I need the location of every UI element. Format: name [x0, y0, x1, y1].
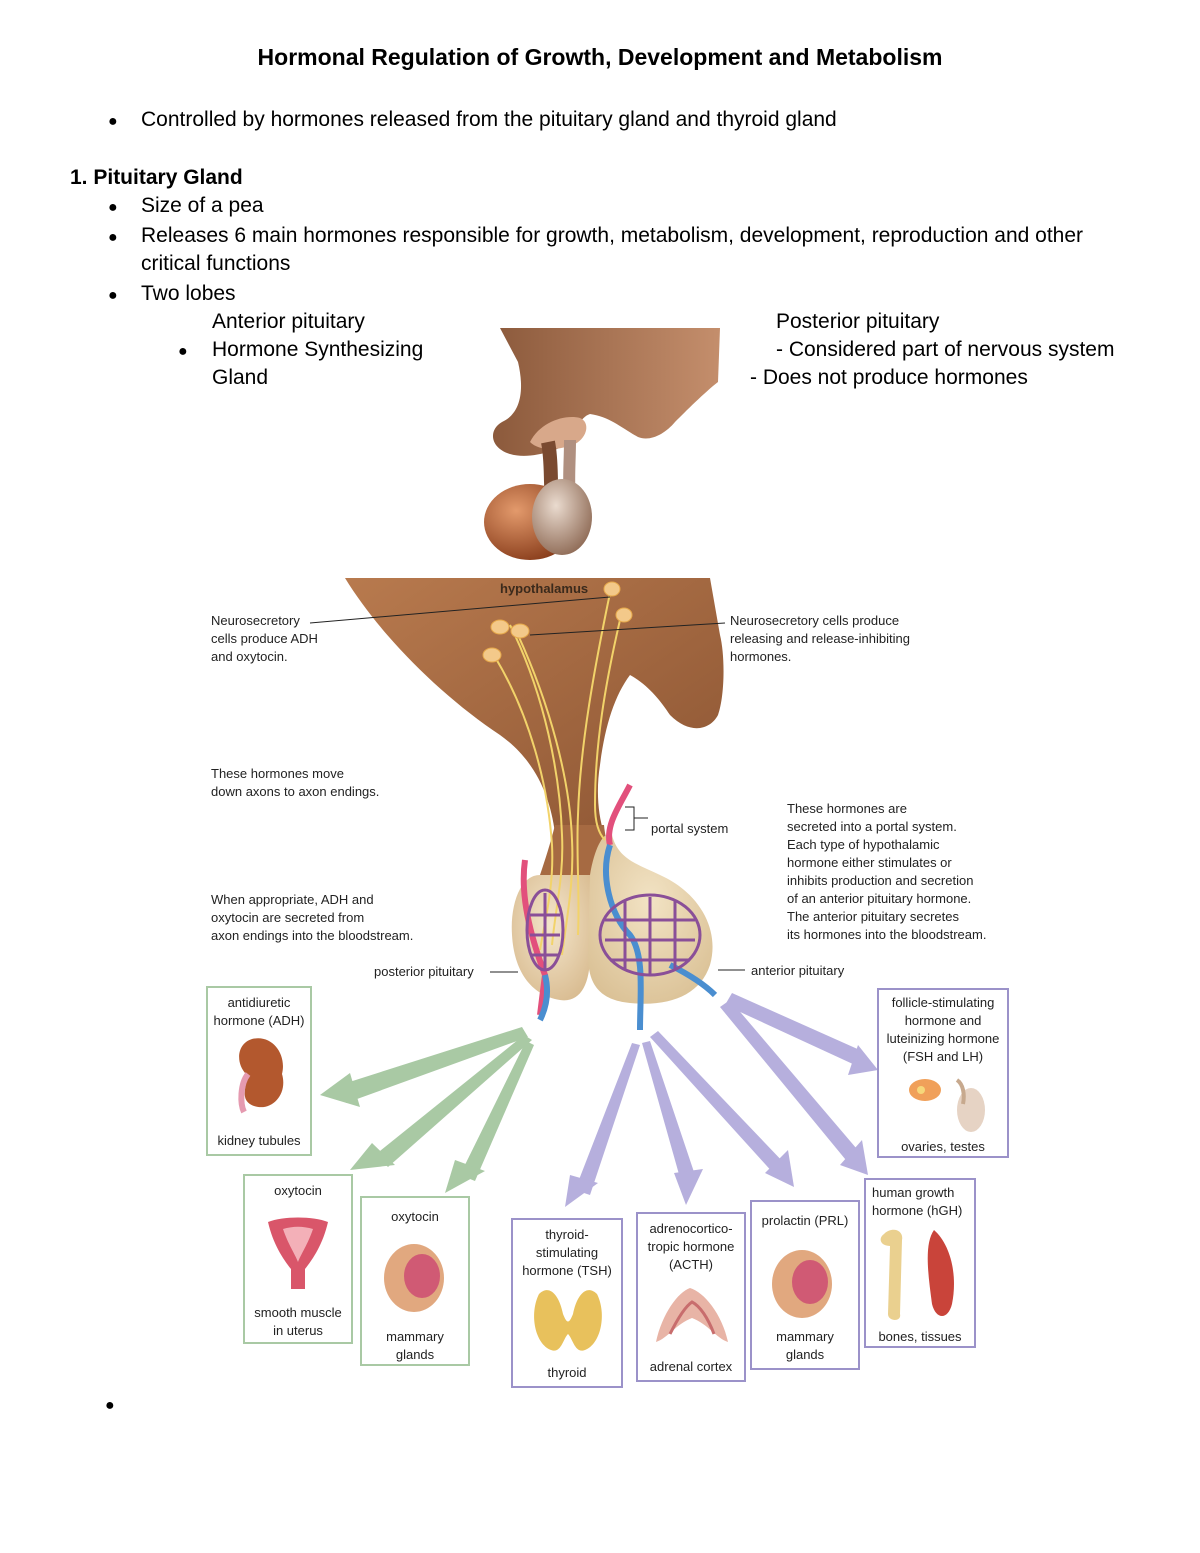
target-label: glands: [785, 1347, 825, 1362]
hormone-label: (ACTH): [668, 1257, 714, 1272]
target-box-hgh: human growth hormone (hGH) bones, tissue…: [864, 1178, 976, 1348]
target-label: in uterus: [273, 1323, 323, 1338]
target-label: smooth muscle: [254, 1305, 342, 1320]
hormone-label: (FSH and LH): [902, 1049, 984, 1064]
adh-secreted-1: When appropriate, ADH and: [211, 892, 374, 907]
intro-bullet: Controlled by hormones released from the…: [141, 108, 837, 131]
bullet-size: Size of a pea: [141, 194, 264, 217]
bone-muscle-icon: [880, 1229, 954, 1320]
mammary-gland-icon: [384, 1244, 444, 1312]
target-box-prl: prolactin (PRL) mammary glands: [750, 1200, 860, 1370]
mammary-gland-icon: [772, 1250, 832, 1318]
page-title: Hormonal Regulation of Growth, Developme…: [257, 44, 943, 70]
target-label: thyroid: [547, 1365, 587, 1380]
posterior-line2: - Does not produce hormones: [750, 366, 1028, 389]
portal-desc-4: hormone either stimulates or: [787, 855, 952, 870]
hormone-label: prolactin (PRL): [761, 1213, 849, 1228]
adh-secreted-3: axon endings into the bloodstream.: [211, 928, 414, 943]
pituitary-sketch-illustration: [484, 328, 720, 560]
hypothalamus-tissue: [345, 578, 724, 833]
hormone-label: adrenocortico-: [649, 1221, 733, 1236]
posterior-line1: - Considered part of nervous system: [776, 338, 1115, 361]
bullet-icon: ●: [105, 1397, 115, 1414]
hormone-label: human growth: [872, 1185, 955, 1200]
pituitary-hormone-diagram: [309, 578, 878, 1207]
target-box-oxytocin-mammary: oxytocin mammary glands: [360, 1196, 470, 1366]
bullet-icon: ●: [108, 229, 118, 246]
bullet-releases-cont: critical functions: [141, 252, 291, 275]
portal-desc-8: its hormones into the bloodstream.: [787, 927, 987, 942]
target-label: adrenal cortex: [649, 1359, 733, 1374]
portal-desc-6: of an anterior pituitary hormone.: [787, 891, 972, 906]
anterior-label: Anterior pituitary: [212, 310, 365, 333]
hormone-label: hormone (ADH): [213, 1013, 305, 1028]
bullet-icon: ●: [108, 113, 118, 130]
hormone-label: follicle-stimulating: [891, 995, 995, 1010]
hypothalamus-label: hypothalamus: [500, 581, 589, 596]
anterior-line1: Hormone Synthesizing: [212, 338, 424, 361]
move-down-1: These hormones move: [211, 766, 344, 781]
neuro-left-3: and oxytocin.: [211, 649, 288, 664]
target-box-adh: antidiuretic hormone (ADH) kidney tubule…: [206, 986, 312, 1156]
hormone-label: oxytocin: [274, 1183, 322, 1198]
target-label: ovaries, testes: [901, 1139, 985, 1154]
neuro-right-3: hormones.: [730, 649, 792, 664]
posterior-pituitary-label: posterior pituitary: [374, 964, 474, 979]
target-label: mammary: [776, 1329, 834, 1344]
target-label: kidney tubules: [217, 1133, 301, 1148]
hormone-label: luteinizing hormone: [886, 1031, 1000, 1046]
portal-desc-5: inhibits production and secretion: [787, 873, 974, 888]
neuro-right-1: Neurosecretory cells produce: [730, 613, 900, 628]
adh-secreted-2: oxytocin are secreted from: [211, 910, 365, 925]
adrenal-cortex-icon: [656, 1288, 728, 1342]
ovary-testis-icon: [909, 1078, 985, 1132]
target-label: mammary: [386, 1329, 444, 1344]
portal-desc-7: The anterior pituitary secretes: [787, 909, 959, 924]
hormone-label: thyroid-: [545, 1227, 589, 1242]
posterior-label: Posterior pituitary: [776, 310, 940, 333]
hormone-label: hormone and: [904, 1013, 982, 1028]
hormone-label: antidiuretic: [227, 995, 291, 1010]
bullet-icon: ●: [108, 199, 118, 216]
target-label: glands: [395, 1347, 435, 1362]
portal-desc-2: secreted into a portal system.: [787, 819, 957, 834]
portal-system-label: portal system: [651, 821, 729, 836]
hormone-label: tropic hormone: [647, 1239, 735, 1254]
bullet-releases: Releases 6 main hormones responsible for…: [141, 224, 1084, 247]
anterior-line2: Gland: [212, 366, 269, 389]
hormone-label: stimulating: [535, 1245, 599, 1260]
target-box-tsh: thyroid- stimulating hormone (TSH) thyro…: [511, 1218, 623, 1388]
thyroid-icon: [534, 1290, 602, 1351]
target-box-oxytocin-uterus: oxytocin smooth muscle in uterus: [243, 1174, 353, 1344]
bullet-icon: ●: [178, 343, 188, 360]
neuro-right-2: releasing and release-inhibiting: [730, 631, 910, 646]
section-heading: 1. Pituitary Gland: [70, 166, 243, 189]
bullet-icon: ●: [108, 287, 118, 304]
anterior-pituitary-label: anterior pituitary: [751, 963, 845, 978]
neuro-left-1: Neurosecretory: [211, 613, 300, 628]
bullet-two-lobes: Two lobes: [141, 282, 236, 305]
target-box-acth: adrenocortico- tropic hormone (ACTH) adr…: [636, 1212, 746, 1382]
portal-desc-1: These hormones are: [787, 801, 907, 816]
hormone-label: oxytocin: [391, 1209, 439, 1224]
uterus-icon: [268, 1217, 328, 1289]
hormone-label: hormone (hGH): [872, 1203, 963, 1218]
target-box-fsh-lh: follicle-stimulating hormone and luteini…: [877, 988, 1009, 1158]
hormone-label: hormone (TSH): [522, 1263, 612, 1278]
neuro-left-2: cells produce ADH: [211, 631, 318, 646]
move-down-2: down axons to axon endings.: [211, 784, 380, 799]
target-label: bones, tissues: [878, 1329, 962, 1344]
portal-desc-3: Each type of hypothalamic: [787, 837, 940, 852]
kidney-icon: [238, 1038, 284, 1114]
